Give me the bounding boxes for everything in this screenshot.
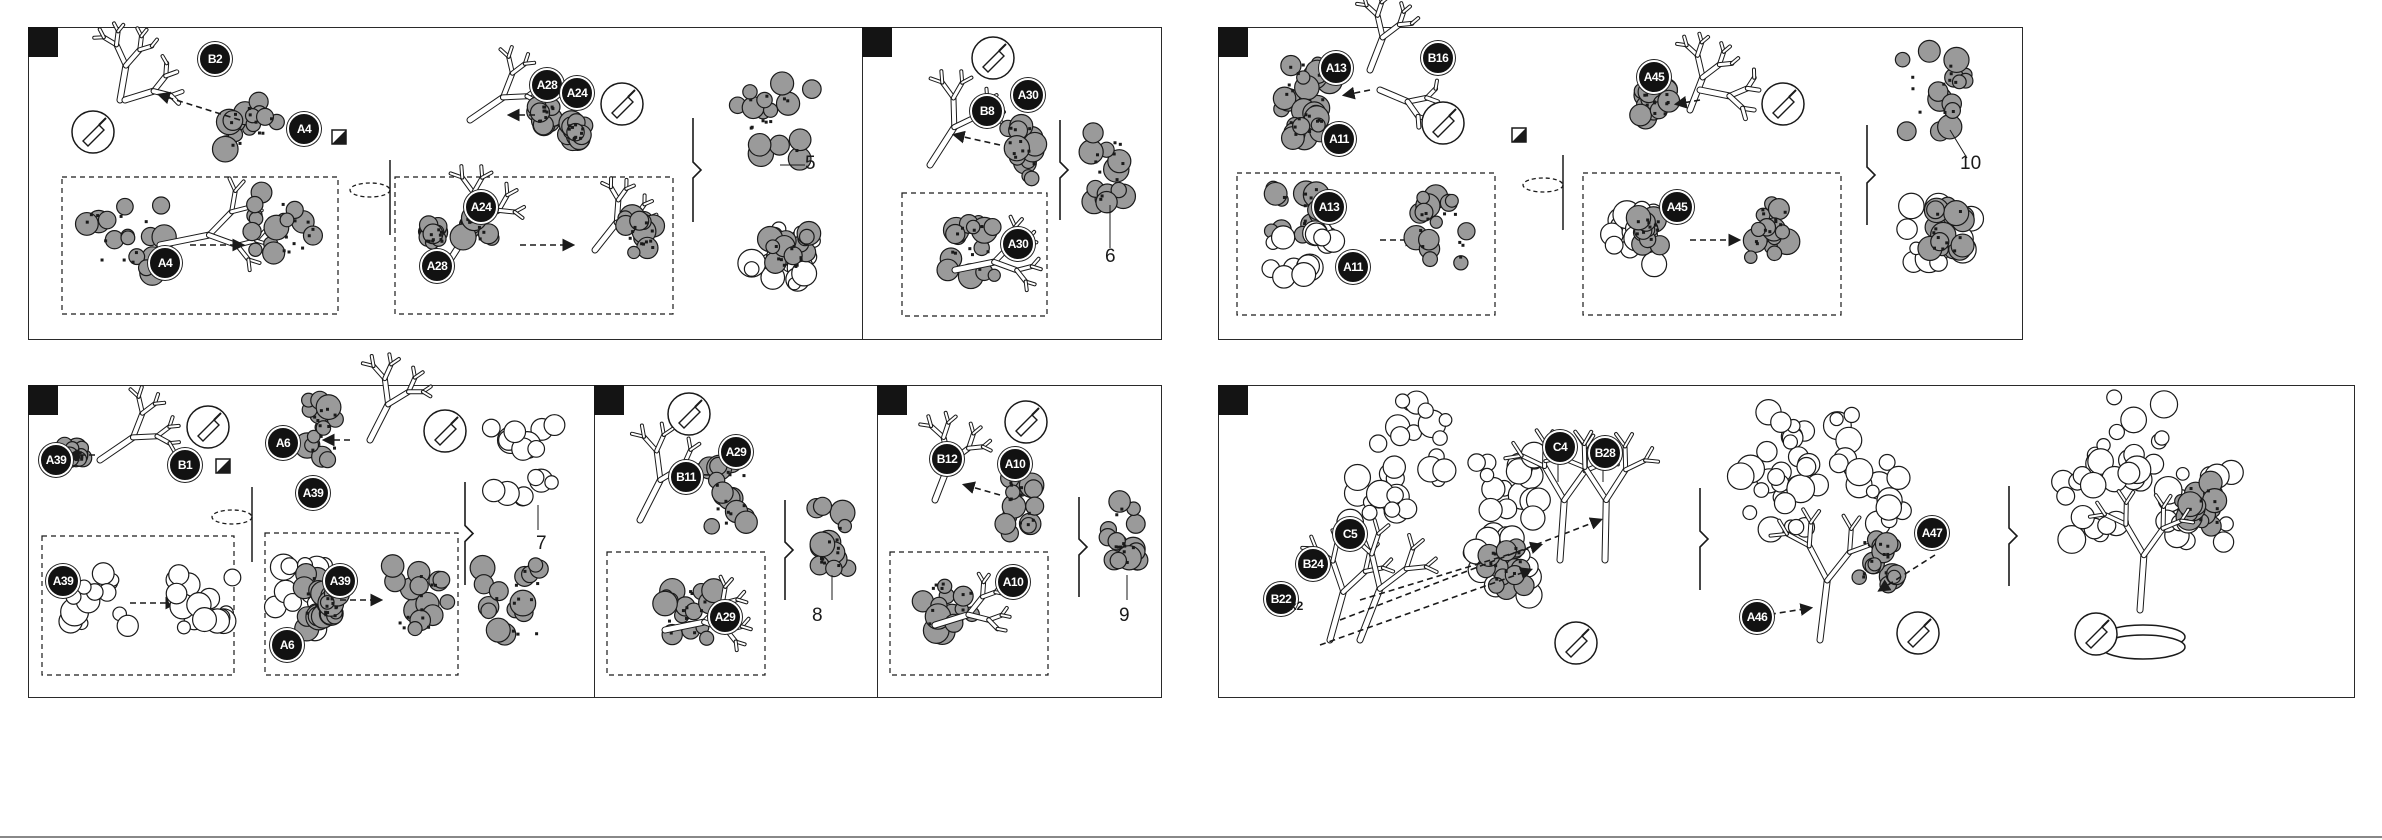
part-callout: B2 <box>198 42 232 76</box>
part-callout: B8 <box>970 94 1004 128</box>
foliage-piece <box>527 96 562 135</box>
part-callout: A4 <box>287 112 321 146</box>
branch-piece <box>1700 69 1759 118</box>
foliage-piece <box>1743 197 1799 264</box>
part-callout: A47 <box>1915 516 1949 550</box>
foliage-piece <box>295 391 344 467</box>
part-callout: A24 <box>464 190 498 224</box>
foliage-piece <box>937 215 1001 289</box>
part-callout: A39 <box>46 564 80 598</box>
part-callout: A39 <box>323 564 357 598</box>
part-callout: A11 <box>1322 122 1356 156</box>
part-callout: A30 <box>1001 227 1035 261</box>
quantity-multiplier: x2 <box>1290 599 1303 613</box>
direction-arrow <box>160 95 240 120</box>
foliage-piece <box>1079 123 1135 214</box>
foliage-piece <box>1000 114 1047 185</box>
part-callout: A45 <box>1660 190 1694 224</box>
foliage-piece <box>558 111 593 151</box>
foliage-piece <box>419 216 448 249</box>
step-number: 6 <box>1105 246 1116 268</box>
part-callout: A4 <box>148 246 182 280</box>
step-number: 5 <box>805 153 816 175</box>
branch-piece <box>1357 0 1418 70</box>
foliage-outline <box>1370 391 1456 486</box>
part-callout: A6 <box>266 426 300 460</box>
part-callout: B12 <box>930 442 964 476</box>
foliage-outline <box>1727 455 1815 542</box>
step-number: 7 <box>536 533 547 555</box>
rotate-icon <box>350 183 390 197</box>
foliage-piece <box>381 555 454 636</box>
part-callout: A24 <box>560 76 594 110</box>
part-callout: A28 <box>530 68 564 102</box>
foliage-piece <box>807 497 856 576</box>
result-bracket <box>1700 488 1708 590</box>
part-callout: A10 <box>996 565 1030 599</box>
foliage-outline <box>166 565 241 634</box>
result-bracket <box>1079 497 1087 597</box>
part-callout: A28 <box>420 249 454 283</box>
part-callout: A10 <box>998 447 1032 481</box>
part-callout: B1 <box>168 448 202 482</box>
result-bracket <box>1867 125 1875 225</box>
branch-piece <box>94 23 157 100</box>
foliage-piece <box>1918 197 1974 260</box>
foliage-piece <box>1404 185 1475 270</box>
rotate-icon <box>1523 178 1563 192</box>
branch-piece <box>100 387 179 460</box>
foliage-outline <box>1830 448 1912 536</box>
part-callout: A30 <box>1011 78 1045 112</box>
foliage-piece <box>1895 40 1973 141</box>
part-callout: A6 <box>270 628 304 662</box>
rotate-icon <box>212 510 252 524</box>
part-callout: A39 <box>296 476 330 510</box>
part-callout: C4 <box>1543 430 1577 464</box>
foliage-piece <box>243 182 322 264</box>
part-callout: B11 <box>669 460 703 494</box>
step-number: 10 <box>1960 153 1981 175</box>
branch-piece <box>125 56 182 103</box>
part-callout: B28 <box>1588 436 1622 470</box>
foliage-piece <box>1099 491 1148 570</box>
direction-arrow <box>965 485 1000 495</box>
direction-arrow <box>1345 90 1370 95</box>
part-callout: B16 <box>1421 41 1455 75</box>
result-bracket <box>785 500 793 600</box>
step-number: 8 <box>812 605 823 627</box>
foliage-outline <box>482 415 564 506</box>
part-callout: A39 <box>39 443 73 477</box>
result-bracket <box>1060 120 1068 220</box>
foliage-outline <box>1468 442 1550 530</box>
foliage-piece <box>212 92 284 162</box>
part-callout: B24 <box>1296 547 1330 581</box>
direction-arrow <box>955 135 1000 145</box>
step-number: 9 <box>1119 605 1130 627</box>
result-bracket <box>693 118 701 222</box>
part-callout: A13 <box>1312 190 1346 224</box>
part-callout: A11 <box>1336 250 1370 284</box>
part-callout: A29 <box>708 600 742 634</box>
result-bracket <box>2009 486 2017 586</box>
foliage-piece <box>2175 471 2227 536</box>
foliage-piece <box>470 556 548 646</box>
part-callout: A46 <box>1740 600 1774 634</box>
part-callout: A29 <box>719 435 753 469</box>
foliage-piece <box>616 205 665 259</box>
part-callout: A13 <box>1319 51 1353 85</box>
part-callout: C5 <box>1333 517 1367 551</box>
foliage-outline <box>1262 221 1345 288</box>
part-callout: A45 <box>1637 60 1671 94</box>
foliage-piece <box>1852 531 1906 593</box>
branch-piece <box>363 354 431 440</box>
